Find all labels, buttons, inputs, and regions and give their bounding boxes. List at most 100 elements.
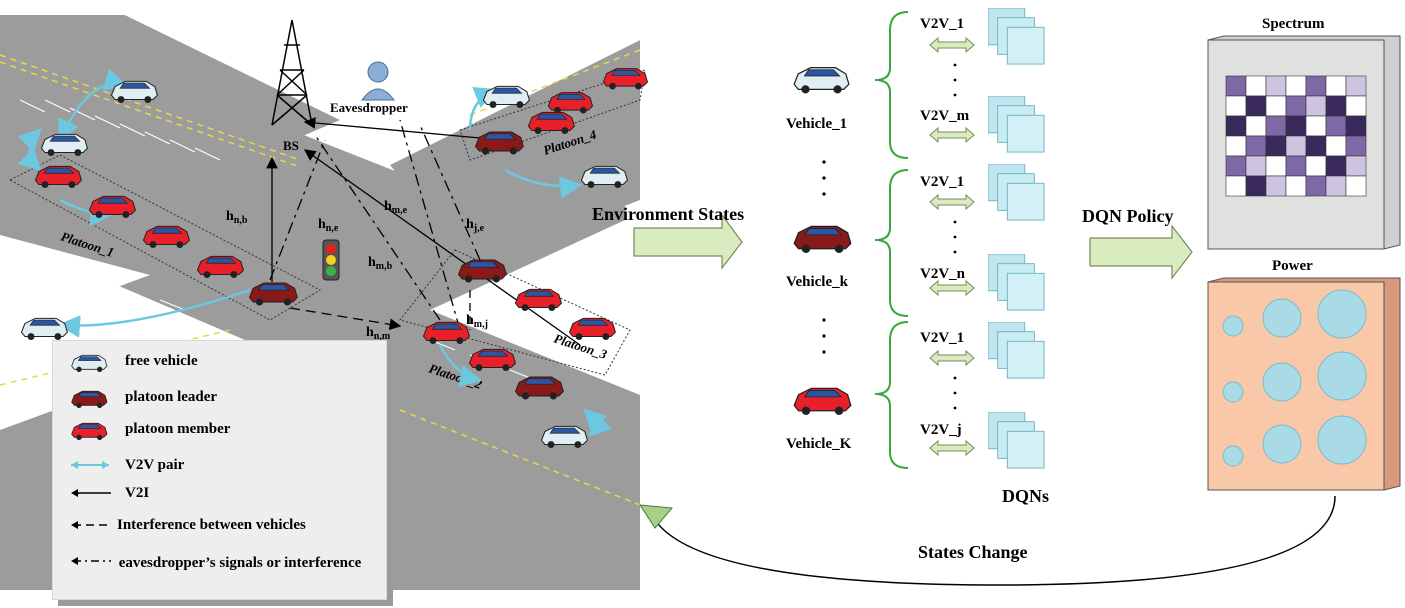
dqn-stack-icon xyxy=(988,8,1045,65)
spectrum-cell xyxy=(1225,155,1247,177)
states-change-arrow xyxy=(639,495,1336,586)
legend-v2v-pair: V2V pair xyxy=(53,453,386,477)
v2v-arrow-icon xyxy=(71,461,109,469)
spectrum-cell xyxy=(1245,75,1267,97)
spectrum-cell xyxy=(1265,95,1287,117)
dqn-policy-label: DQN Policy xyxy=(1082,206,1174,226)
platoon-leader-icon xyxy=(475,131,524,156)
label-h-mb: hm,b xyxy=(368,255,393,272)
spectrum-cell xyxy=(1305,135,1327,157)
spectrum-cell xyxy=(1325,95,1347,117)
dqn-stack-icon xyxy=(988,412,1045,469)
label-h-je: hj,e xyxy=(466,217,485,234)
legend-v2i: V2I xyxy=(53,481,386,505)
platoon-outlines xyxy=(8,69,646,376)
vehicle-k-label: Vehicle_k xyxy=(786,274,849,290)
platoon-member-icon xyxy=(88,195,136,219)
vehicle-k-icon xyxy=(793,225,852,254)
spectrum-cell xyxy=(1325,175,1347,197)
spectrum-cell xyxy=(1265,135,1287,157)
label-h-nb: hn,b xyxy=(226,209,248,226)
legend-box: free vehicle platoon leader platoon memb… xyxy=(52,340,387,600)
spectrum-cell xyxy=(1285,75,1307,97)
free-vehicle-icon xyxy=(482,85,530,109)
environment-states-arrow xyxy=(633,213,743,270)
platoon-member-icon xyxy=(602,68,649,91)
spectrum-cell xyxy=(1325,155,1347,177)
spectrum-cell xyxy=(1265,175,1287,197)
spectrum-panel xyxy=(1207,35,1401,250)
spectrum-cell xyxy=(1305,75,1327,97)
spectrum-cell xyxy=(1345,75,1367,97)
dqn-stack-icon xyxy=(988,254,1045,311)
spectrum-cell xyxy=(1285,155,1307,177)
spectrum-cell xyxy=(1345,175,1367,197)
road-main-2 xyxy=(0,15,340,150)
platoon-member-icon xyxy=(527,111,575,135)
spectrum-cell xyxy=(1345,155,1367,177)
spectrum-cell xyxy=(1285,175,1307,197)
channel-labels: hn,b hn,e hm,e hj,e hm,b hn,m hm,j xyxy=(226,199,488,342)
platoon-leader-icon xyxy=(71,390,108,409)
platoon-leader-icon xyxy=(458,259,507,284)
platoon-member-icon xyxy=(547,92,594,115)
platoon-member-icon xyxy=(468,348,516,372)
v2i-arrow-icon xyxy=(71,489,111,497)
lane-lines xyxy=(0,49,641,506)
power-levels xyxy=(1222,289,1367,467)
spectrum-cell xyxy=(1285,135,1307,157)
spectrum-cell xyxy=(1265,75,1287,97)
spectrum-cell xyxy=(1285,95,1307,117)
spectrum-cell xyxy=(1245,115,1267,137)
vehicle-K-icon xyxy=(793,387,852,416)
spectrum-grid xyxy=(1225,75,1367,197)
spectrum-cell xyxy=(1245,175,1267,197)
label-h-mj: hm,j xyxy=(466,313,488,330)
v2v-label: V2V_m xyxy=(920,108,970,124)
vehicle-1-label: Vehicle_1 xyxy=(786,116,847,132)
spectrum-cell xyxy=(1345,115,1367,137)
legend-free-vehicle: free vehicle xyxy=(53,349,386,373)
free-vehicle-icon xyxy=(40,133,88,157)
spectrum-cell xyxy=(1225,95,1247,117)
dqn-stack-icon xyxy=(988,96,1045,153)
spectrum-cell xyxy=(1285,115,1307,137)
spectrum-cell xyxy=(1225,115,1247,137)
dqn-stack-icon xyxy=(988,164,1045,221)
platoon-member-icon xyxy=(514,288,562,312)
traffic-light-icon xyxy=(322,239,340,281)
power-panel xyxy=(1207,277,1401,491)
spectrum-cell xyxy=(1245,95,1267,117)
spectrum-cell xyxy=(1305,155,1327,177)
legend-platoon-member: platoon member xyxy=(53,417,386,441)
spectrum-cell xyxy=(1265,155,1287,177)
platoon-leader-icon xyxy=(249,282,298,307)
states-change-label: States Change xyxy=(918,542,1028,562)
free-vehicle-icon xyxy=(71,354,108,373)
spectrum-cell xyxy=(1345,135,1367,157)
v2v-label: V2V_n xyxy=(920,266,966,282)
legend-eavesdropper-signals: eavesdropper’s signals or interference xyxy=(53,541,386,585)
platoon-member-icon xyxy=(196,255,244,279)
v2v-label: V2V_1 xyxy=(920,330,964,346)
channel-links xyxy=(266,117,581,346)
spectrum-cell xyxy=(1345,95,1367,117)
vehicle-1-icon xyxy=(793,66,850,95)
free-vehicle-icon xyxy=(20,317,68,341)
double-arrows xyxy=(929,36,975,457)
label-h-me: hm,e xyxy=(384,199,408,216)
spectrum-cell xyxy=(1225,135,1247,157)
free-vehicle-icon xyxy=(580,165,628,189)
legend-platoon-leader: platoon leader xyxy=(53,385,386,409)
platoon-member-icon xyxy=(568,317,616,341)
environment-states-label: Environment States xyxy=(592,204,744,224)
spectrum-cell xyxy=(1265,115,1287,137)
spectrum-cell xyxy=(1225,75,1247,97)
spectrum-cell xyxy=(1225,175,1247,197)
legend-interference: Interference between vehicles xyxy=(53,513,386,537)
power-label: Power xyxy=(1272,258,1313,274)
v2v-label: V2V_1 xyxy=(920,174,964,190)
vehicle-K-label: Vehicle_K xyxy=(786,436,852,452)
dqn-policy-arrow xyxy=(1089,224,1193,280)
bs-label: BS xyxy=(283,138,299,153)
